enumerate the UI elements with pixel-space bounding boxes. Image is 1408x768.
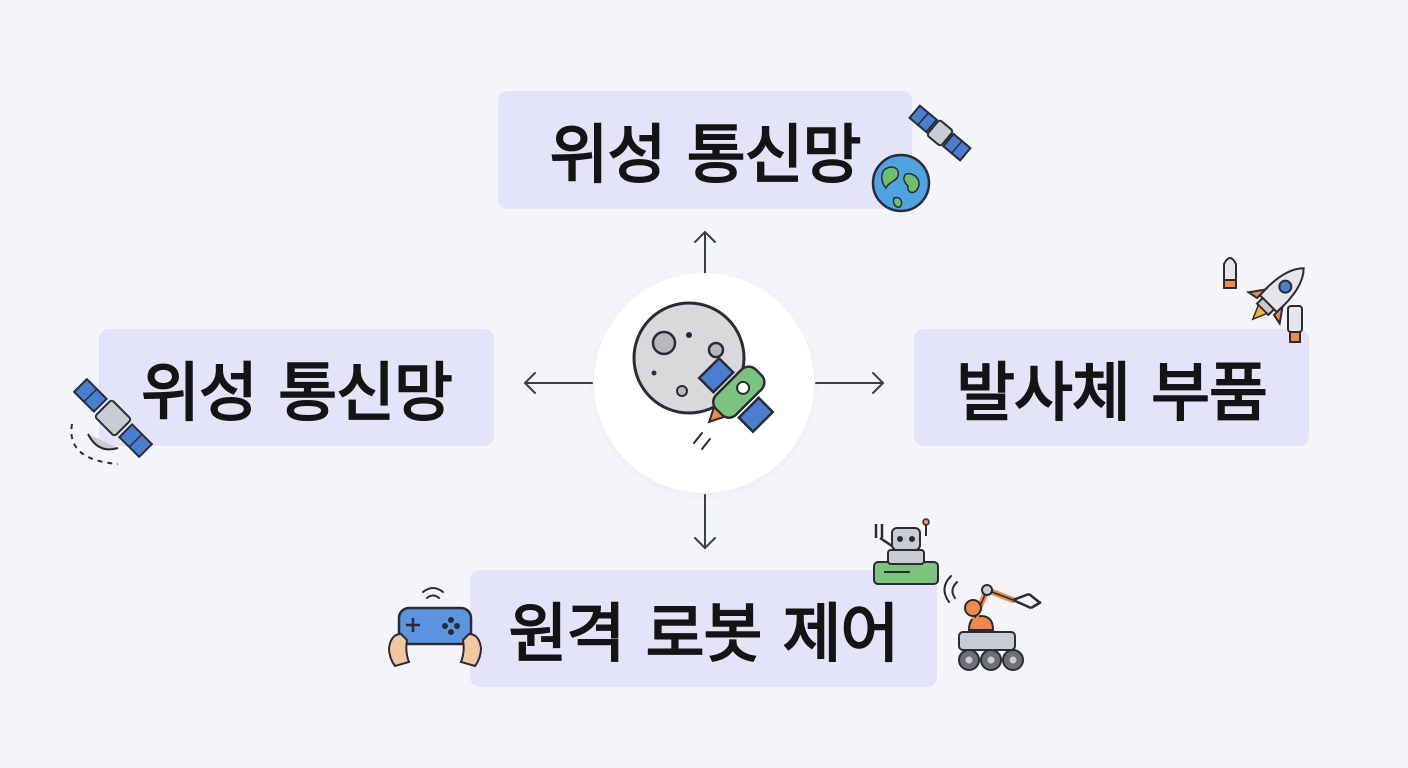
wireless-signal-icon xyxy=(943,575,958,603)
robotic-arm-rover-icon xyxy=(943,575,1042,671)
rocket-engine-part-icon xyxy=(1287,305,1303,343)
game-controller-icon xyxy=(387,587,483,668)
arrow-down xyxy=(694,494,716,549)
arrow-left xyxy=(524,372,593,394)
arrow-up xyxy=(694,231,716,274)
speed-lines-icon xyxy=(693,432,711,450)
node-satellite-network-left: 위성 통신망 xyxy=(99,329,494,446)
node-satellite-network-top: 위성 통신망 xyxy=(498,91,912,209)
node-remote-robot-control: 원격 로봇 제어 xyxy=(470,570,937,687)
arrow-right xyxy=(815,372,884,394)
satellite-icon xyxy=(908,104,972,162)
wireless-signal-icon xyxy=(422,587,444,599)
spacecraft-icon xyxy=(697,356,775,434)
central-hub xyxy=(594,273,814,493)
rocket-nose-cone-icon xyxy=(1223,257,1237,289)
node-label: 원격 로봇 제어 xyxy=(508,597,900,672)
node-label: 위성 통신망 xyxy=(141,356,453,431)
node-label: 위성 통신망 xyxy=(549,119,862,193)
moon-rocket-illustration xyxy=(632,301,775,450)
satellite-dish-icon xyxy=(70,377,154,465)
rocket-icon xyxy=(1223,257,1305,343)
globe-icon xyxy=(871,153,931,213)
node-launch-vehicle-parts: 발사체 부품 xyxy=(914,329,1309,446)
node-label: 발사체 부품 xyxy=(956,356,1268,431)
robot-icon xyxy=(873,518,939,585)
